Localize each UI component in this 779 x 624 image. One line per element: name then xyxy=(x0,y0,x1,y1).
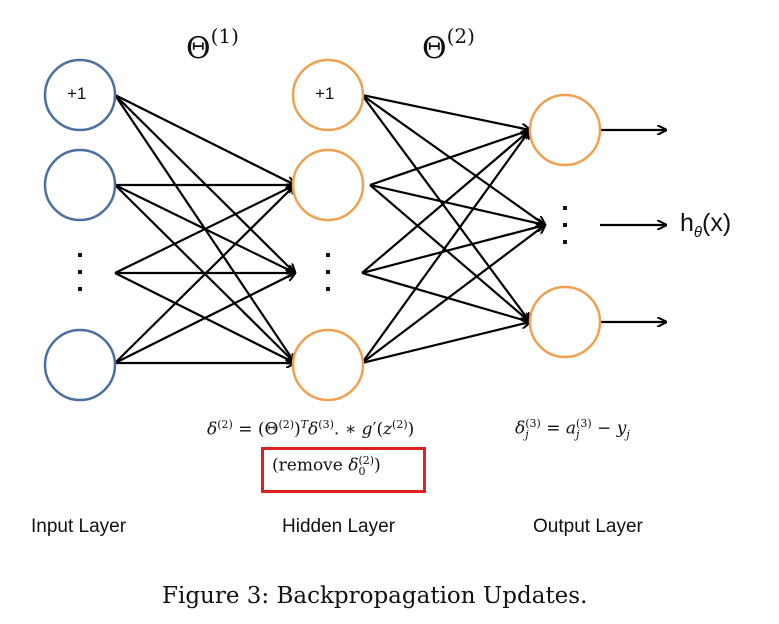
edge-hidden2-output1 xyxy=(361,225,545,275)
note-delta-sub: 0 xyxy=(358,465,366,478)
edge-hidden3-output2 xyxy=(361,322,530,365)
hidden-ellipsis-dot-2 xyxy=(326,287,330,291)
eq-out-y: y xyxy=(616,418,627,439)
theta2-superscript: (2) xyxy=(446,24,475,48)
network-nodes xyxy=(43,58,602,402)
output-node-2 xyxy=(528,285,602,359)
eq-out-a-sup: (3) xyxy=(576,417,592,430)
eq-prime: ′ xyxy=(372,419,377,440)
hidden-bias-label: +1 xyxy=(315,84,335,103)
hypothesis-h: h xyxy=(680,209,694,237)
edge-hidden2-output0 xyxy=(361,130,530,274)
edge-hidden1-output1 xyxy=(369,183,545,225)
connection-edges xyxy=(114,93,666,365)
note-open: (remove xyxy=(272,455,349,476)
eq-delta3-sup: (3) xyxy=(318,418,334,431)
eq-theta-sup: (2) xyxy=(278,418,295,431)
input-node-3 xyxy=(43,328,117,402)
eq-out-a: a xyxy=(565,418,577,439)
input-ellipsis-dot-1 xyxy=(78,270,82,274)
note-delta: δ xyxy=(348,455,359,476)
eq-out-delta-sub: j xyxy=(525,428,529,441)
eq-out-y-sub: j xyxy=(626,427,630,441)
output-ellipsis-dot-0 xyxy=(563,206,567,210)
edge-hidden0-output0 xyxy=(361,93,530,130)
edge-input3-hidden1 xyxy=(114,185,295,364)
hypothesis-arg: (x) xyxy=(702,209,732,237)
note-delta-sup: (2) xyxy=(358,454,375,467)
ellipsis-dots xyxy=(78,206,567,291)
eq-z: z xyxy=(383,419,393,440)
hypothesis-theta-sub: θ xyxy=(693,224,703,241)
eq-delta: δ xyxy=(207,419,218,440)
eq-out-minus: − xyxy=(591,418,617,439)
edge-hidden0-output2 xyxy=(361,94,530,322)
edge-hidden1-output0 xyxy=(369,130,530,187)
hidden-layer-label: Hidden Layer xyxy=(282,516,396,537)
edge-input0-hidden1 xyxy=(114,94,295,185)
note-close: ) xyxy=(374,455,381,476)
eq-out-delta: δ xyxy=(515,418,526,439)
input-ellipsis-dot-2 xyxy=(78,287,82,291)
theta1-symbol: Θ xyxy=(186,31,211,66)
input-ellipsis xyxy=(78,253,82,291)
edge-hidden2-output2 xyxy=(361,271,530,322)
input-layer-label: Input Layer xyxy=(31,516,127,537)
edge-hidden1-output2 xyxy=(369,184,530,322)
input-node-0 xyxy=(43,58,117,132)
hidden-ellipsis-dot-1 xyxy=(326,270,330,274)
edge-input2-hidden1 xyxy=(114,185,295,274)
eq-out-a-sub: j xyxy=(576,428,580,441)
eq-transpose: T xyxy=(300,418,309,431)
output-delta-equation: δ(3)j = a(3)j − yj xyxy=(515,418,630,441)
output-ellipsis-dot-2 xyxy=(563,240,567,244)
eq-close-paren: ) xyxy=(294,419,301,440)
theta2-symbol: Θ xyxy=(422,31,447,66)
input-bias-label: +1 xyxy=(67,84,87,103)
eq-z-sup: (2) xyxy=(392,418,408,431)
edge-hidden0-output1 xyxy=(361,94,545,225)
edge-input3-hidden2 xyxy=(114,273,295,364)
theta2-label: Θ(2) xyxy=(422,24,475,66)
remove-bias-note: (remove δ(2)0) xyxy=(272,455,381,477)
remove-bias-highlight-box xyxy=(261,447,426,493)
eq-elementwise-op: . ∗ xyxy=(333,419,362,440)
figure-caption: Figure 3: Backpropagation Updates. xyxy=(162,583,588,609)
theta1-label: Θ(1) xyxy=(186,24,239,66)
output-hypothesis-label: hθ(x) xyxy=(680,209,731,241)
input-node-1 xyxy=(43,148,117,222)
eq-g: g xyxy=(361,419,373,440)
eq-out-delta-sup: (3) xyxy=(525,417,541,430)
hidden-delta-equation: δ(2) = (Θ(2))Tδ(3). ∗ g′(z(2)) xyxy=(207,418,414,440)
eq-z-close: ) xyxy=(407,419,415,440)
hidden-ellipsis xyxy=(326,253,330,291)
theta1-superscript: (1) xyxy=(210,24,239,48)
eq-equals-theta: = (Θ xyxy=(232,419,279,440)
eq-open-paren: ( xyxy=(376,419,384,440)
edge-hidden3-output0 xyxy=(361,130,530,364)
eq-delta3: δ xyxy=(308,419,319,440)
output-node-0 xyxy=(528,93,602,167)
hidden-node-3 xyxy=(291,328,365,402)
output-ellipsis xyxy=(563,206,567,244)
eq-delta-sup: (2) xyxy=(217,418,233,431)
eq-out-equals: = xyxy=(540,418,566,439)
input-ellipsis-dot-0 xyxy=(78,253,82,257)
output-layer-label: Output Layer xyxy=(533,516,643,537)
hidden-ellipsis-dot-0 xyxy=(326,253,330,257)
edge-hidden3-output1 xyxy=(361,225,545,364)
output-ellipsis-dot-1 xyxy=(563,223,567,227)
hidden-node-0 xyxy=(291,58,365,132)
hidden-node-1 xyxy=(291,148,365,222)
